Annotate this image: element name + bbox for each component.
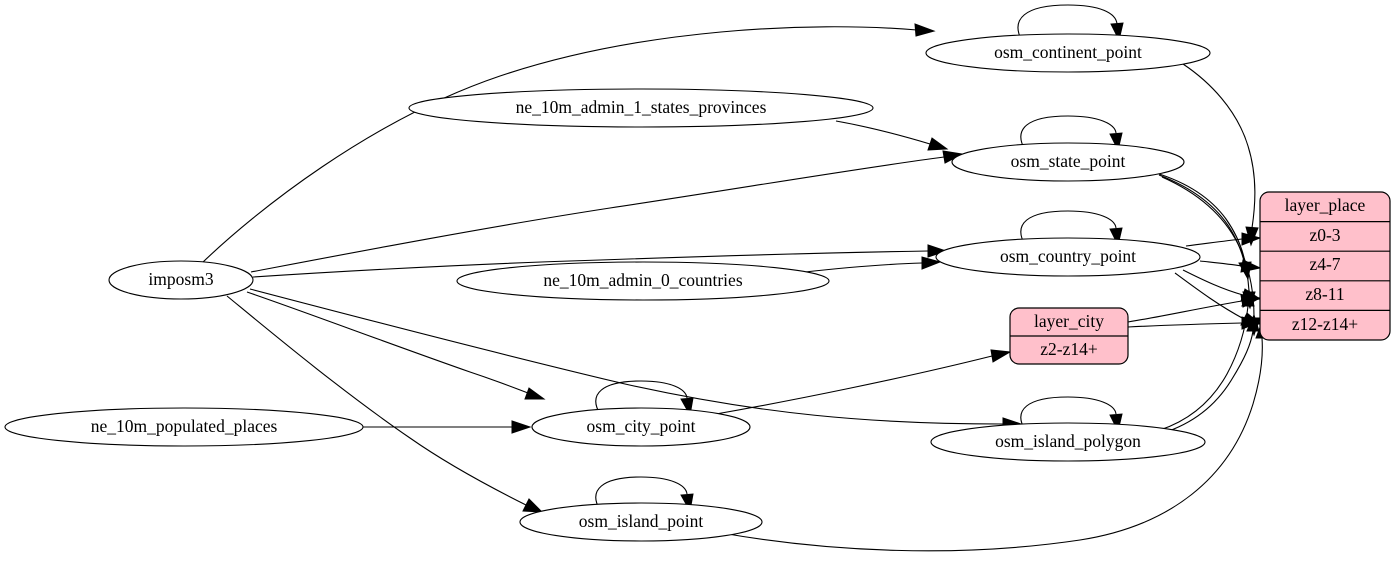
node-label-osm-city-point: osm_city_point xyxy=(587,416,696,436)
record-layer: layer_city z2-z14+ layer_place z0-3 z4-7… xyxy=(1009,191,1391,365)
edge-ne-places-to-osm-city-point xyxy=(363,420,532,434)
record-node-layer-city[interactable]: layer_city z2-z14+ xyxy=(1009,307,1129,365)
edge-osm-city-point-to-layer-city-z2-z14 xyxy=(715,349,1012,415)
node-ne-10m-populated-places[interactable]: ne_10m_populated_places xyxy=(4,407,364,447)
record-row-layer-city-title: layer_city xyxy=(1034,311,1104,331)
node-label-osm-island-point: osm_island_point xyxy=(579,511,704,531)
edge-layer-city-to-layer-place-z8-11 xyxy=(1127,294,1262,323)
edge-imposm3-to-osm-continent-point xyxy=(201,23,936,264)
node-osm-island-point[interactable]: osm_island_point xyxy=(519,502,763,542)
edge-ne-states-to-osm-state-point xyxy=(835,120,949,151)
edge-ne-countries-to-osm-country-point xyxy=(804,256,942,273)
node-label-osm-island-polygon: osm_island_polygon xyxy=(995,431,1141,451)
record-node-layer-place[interactable]: layer_place z0-3 z4-7 z8-11 z12-z14+ xyxy=(1259,191,1391,341)
node-label-osm-country-point: osm_country_point xyxy=(1000,246,1136,266)
node-layer: imposm3 ne_10m_admin_1_states_provinces … xyxy=(4,33,1211,542)
node-ne-10m-admin-1-states-provinces[interactable]: ne_10m_admin_1_states_provinces xyxy=(408,88,874,128)
edge-imposm3-to-osm-island-point xyxy=(226,295,544,513)
edge-osm-island-polygon-to-layer-place-z12-z14 xyxy=(1162,313,1260,434)
edge-osm-state-point-to-layer-place-z8-11 xyxy=(1158,174,1256,310)
record-row-layer-place-z4-7[interactable]: z4-7 xyxy=(1309,254,1340,274)
record-row-layer-place-z0-3[interactable]: z0-3 xyxy=(1309,225,1340,245)
node-imposm3[interactable]: imposm3 xyxy=(108,260,254,300)
edge-osm-country-point-to-layer-place-z4-7 xyxy=(1199,259,1262,273)
node-ne-10m-admin-0-countries[interactable]: ne_10m_admin_0_countries xyxy=(456,261,830,301)
edge-osm-island-polygon-to-layer-place-z8-11 xyxy=(1159,288,1255,431)
node-label-ne-states: ne_10m_admin_1_states_provinces xyxy=(516,97,767,117)
node-osm-island-polygon[interactable]: osm_island_polygon xyxy=(930,422,1206,462)
node-osm-continent-point[interactable]: osm_continent_point xyxy=(925,33,1211,73)
node-label-osm-continent-point: osm_continent_point xyxy=(994,42,1142,62)
node-label-osm-state-point: osm_state_point xyxy=(1011,151,1126,171)
edge-osm-country-point-to-layer-place-z0-3 xyxy=(1185,232,1262,247)
node-label-ne-countries: ne_10m_admin_0_countries xyxy=(543,270,742,290)
node-label-imposm3: imposm3 xyxy=(148,269,213,289)
record-row-layer-place-title: layer_place xyxy=(1285,195,1366,215)
edge-layer xyxy=(201,4,1269,552)
edge-imposm3-to-osm-state-point xyxy=(250,150,964,273)
node-label-ne-places: ne_10m_populated_places xyxy=(91,416,278,436)
node-osm-state-point[interactable]: osm_state_point xyxy=(951,142,1185,182)
edge-imposm3-to-osm-city-point xyxy=(246,291,546,400)
record-row-layer-place-z8-11[interactable]: z8-11 xyxy=(1305,284,1344,304)
record-row-layer-place-z12-z14[interactable]: z12-z14+ xyxy=(1292,314,1358,334)
record-row-layer-city-z2-z14[interactable]: z2-z14+ xyxy=(1040,339,1098,359)
node-osm-country-point[interactable]: osm_country_point xyxy=(935,237,1201,277)
node-osm-city-point[interactable]: osm_city_point xyxy=(531,407,751,447)
